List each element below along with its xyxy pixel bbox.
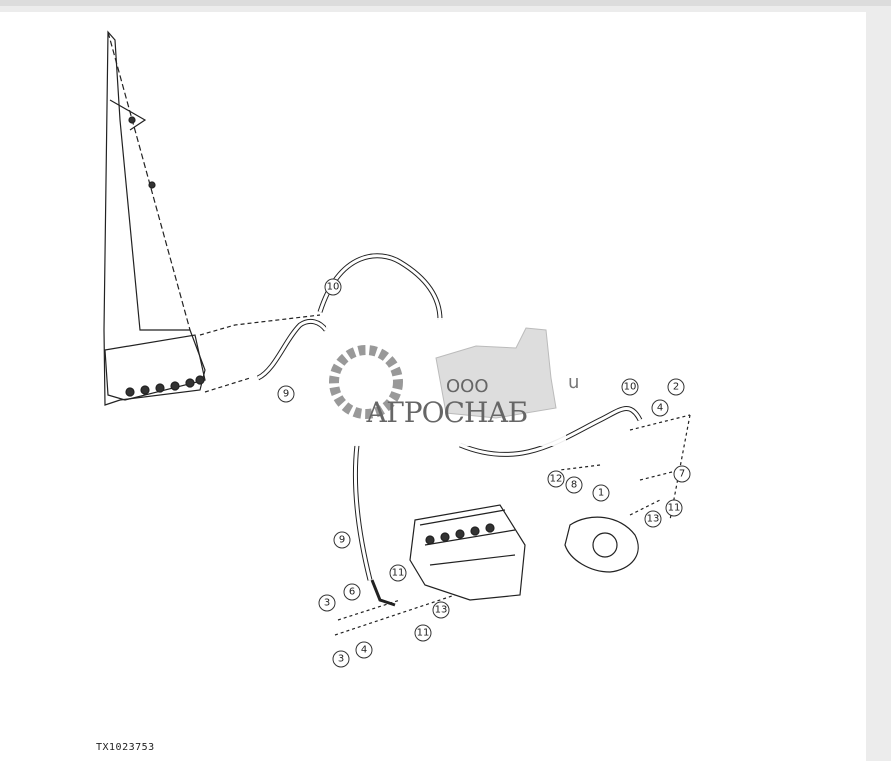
callout-4: 4 [355,641,373,659]
callout-number: 10 [327,282,340,293]
callout-number: 6 [349,587,355,598]
callout-10: 10 [324,278,342,296]
callout-number: 4 [361,645,367,656]
callout-number: 9 [339,535,345,546]
control-valve [409,504,526,601]
callout-9: 9 [333,531,351,549]
callout-8: 8 [565,476,583,494]
top-bar [0,0,891,6]
callout-7: 7 [673,465,691,483]
callout-13: 13 [432,601,450,619]
callout-13: 13 [644,510,662,528]
pump-motor [564,516,639,573]
callout-11: 11 [665,499,683,517]
callout-9: 9 [277,385,295,403]
figure-id: TX1023753 [96,742,155,753]
gear-logo-icon [329,345,403,419]
callout-12: 12 [547,470,565,488]
callout-11: 11 [414,624,432,642]
valve-bank [104,334,206,401]
callout-number: 13 [435,605,448,616]
combine-harvester-icon [435,327,557,419]
callout-number: 3 [324,598,330,609]
callout-number: 7 [679,469,685,480]
callout-number: 8 [571,480,577,491]
callout-3: 3 [318,594,336,612]
watermark-suffix: u [568,372,580,393]
callout-10: 10 [621,378,639,396]
callout-number: 9 [283,389,289,400]
callout-number: 13 [647,514,660,525]
callout-number: 10 [624,382,637,393]
watermark-name: АГРОСНАБ [366,396,528,429]
callout-1: 1 [592,484,610,502]
callout-number: 12 [550,474,563,485]
watermark-prefix: ООО [446,376,489,397]
callout-number: 11 [668,503,681,514]
callout-4: 4 [651,399,669,417]
mounting-panel [103,30,206,406]
callout-2: 2 [667,378,685,396]
callout-number: 4 [657,403,663,414]
callout-number: 11 [392,568,405,579]
callout-11: 11 [389,564,407,582]
watermark: ООО АГРОСНАБ [326,318,566,446]
callout-number: 11 [417,628,430,639]
callout-number: 3 [338,654,344,665]
callout-number: 1 [598,488,604,499]
callout-6: 6 [343,583,361,601]
callout-number: 2 [673,382,679,393]
callout-3: 3 [332,650,350,668]
